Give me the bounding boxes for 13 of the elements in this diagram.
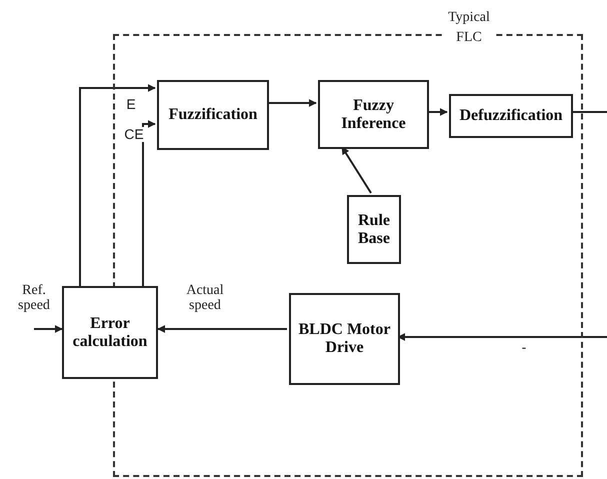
edge-label: CE — [124, 127, 144, 142]
process-box: Defuzzification — [449, 94, 573, 138]
process-box: BLDC Motor Drive — [289, 293, 400, 385]
process-box: Error calculation — [62, 286, 158, 379]
arrow — [157, 325, 287, 333]
arrow — [79, 84, 156, 286]
arrow — [142, 120, 156, 286]
process-box: Fuzzy Inference — [318, 80, 429, 149]
process-box: Rule Base — [347, 195, 401, 264]
process-box: Fuzzification — [157, 80, 269, 150]
arrow — [427, 108, 448, 116]
arrow — [34, 325, 63, 333]
arrow — [267, 99, 317, 107]
